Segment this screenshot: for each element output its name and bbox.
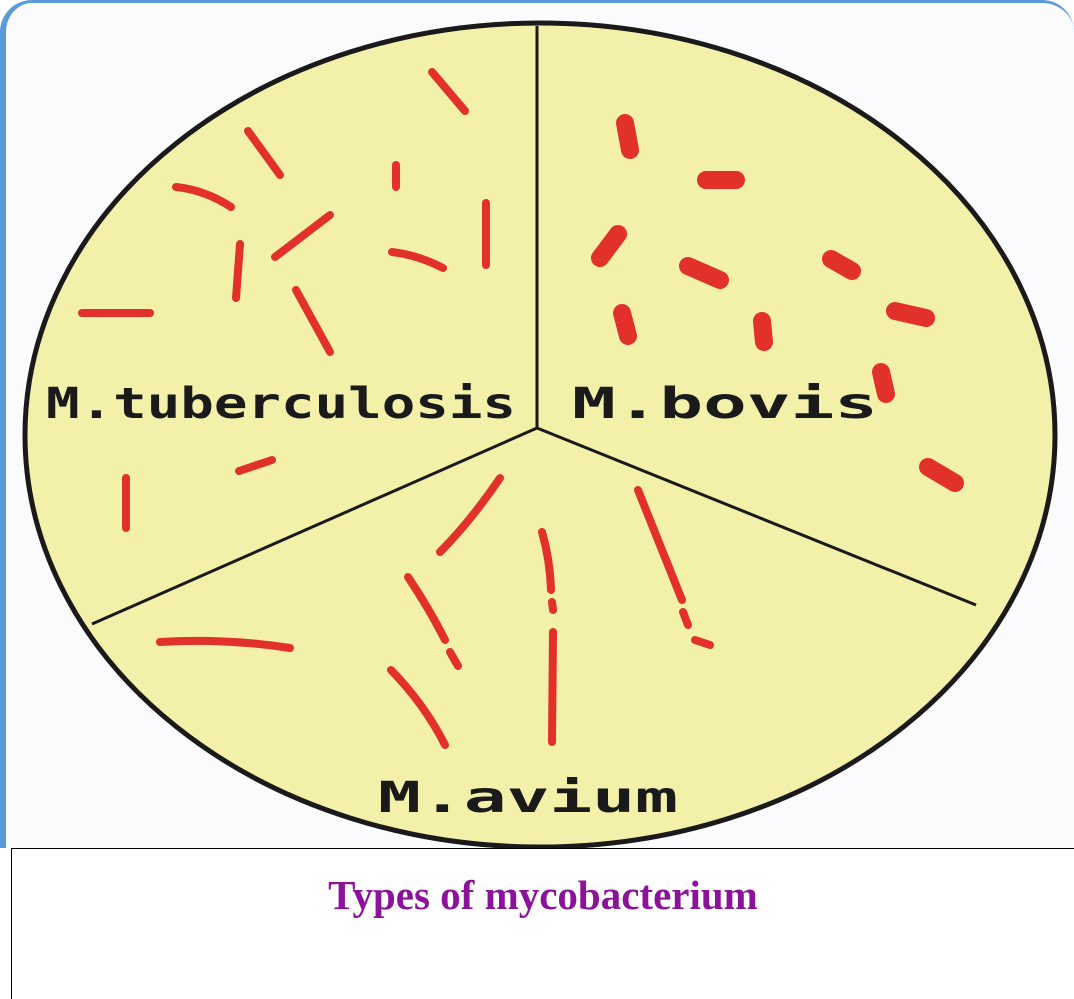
bovis-rod (625, 123, 630, 150)
mycobacterium-diagram: M.tuberculosis M.bovis M.avium (0, 0, 1074, 848)
figure-caption: Types of mycobacterium (12, 871, 1074, 919)
label-m-tuberculosis: M.tuberculosis (46, 379, 516, 429)
label-m-bovis: M.bovis (572, 379, 878, 429)
bovis-rod (762, 321, 764, 342)
figure-panel: M.tuberculosis M.bovis M.avium (0, 0, 1074, 848)
bovis-rod (688, 266, 720, 280)
label-m-avium: M.avium (378, 773, 678, 823)
bovis-rod (831, 259, 852, 271)
culture-plate (25, 23, 1055, 847)
avium-rod (552, 632, 553, 742)
caption-box: Types of mycobacterium (11, 848, 1074, 999)
avium-rod (552, 602, 553, 610)
avium-rod (695, 640, 710, 645)
avium-rod (683, 612, 688, 625)
bovis-rod (895, 311, 926, 318)
bovis-rod (622, 313, 628, 336)
bovis-rod (881, 372, 886, 394)
tb-rod (236, 244, 240, 298)
